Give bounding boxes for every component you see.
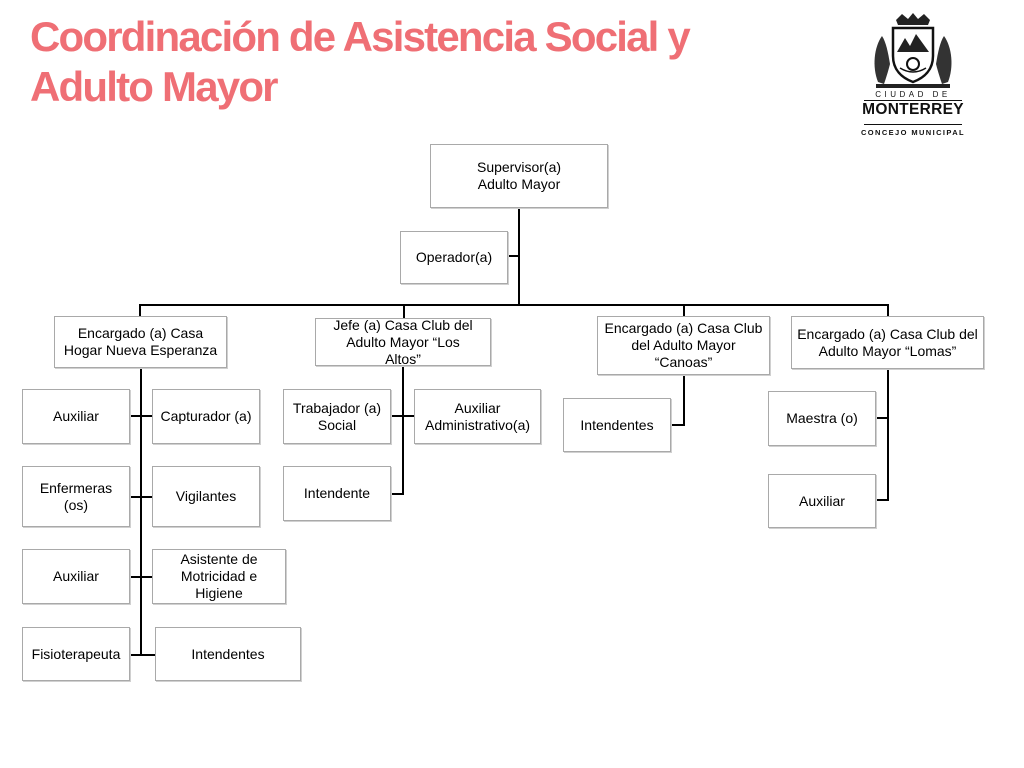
supervisor-label: Supervisor(a) Adulto Mayor [476,159,562,192]
casa-hogar-staff-box: Fisioterapeuta [22,627,130,681]
canoas-staff-box: Intendentes [563,398,671,452]
logo-divider [864,100,962,101]
logo-line-3: CONCEJO MUNICIPAL [860,128,966,137]
title-line-1: Coordinación de Asistencia Social y [30,13,691,60]
staff-label: Enfermeras (os) [39,479,113,513]
logo-divider [864,124,962,125]
staff-label: Intendentes [191,646,265,662]
casa-hogar-staff-box: Vigilantes [152,466,260,527]
staff-label: Trabajador (a) Social [292,399,382,433]
operador-label: Operador(a) [415,249,493,265]
canoas-head-label: Encargado (a) Casa Club del Adulto Mayor… [604,320,763,370]
los-altos-head-label: Jefe (a) Casa Club del Adulto Mayor “Los… [333,316,473,367]
monterrey-coat-of-arms-icon [874,13,952,88]
staff-label: Capturador (a) [160,408,252,424]
operador-box: Operador(a) [400,231,508,284]
lomas-staff-box: Auxiliar [768,474,876,528]
logo-line-1: CIUDAD DE [875,90,951,99]
casa-hogar-staff-box: Capturador (a) [152,389,260,444]
casa-hogar-staff-box: Enfermeras (os) [22,466,130,527]
staff-label: Intendentes [580,416,654,433]
staff-label: Vigilantes [175,488,237,504]
casa-hogar-head-label: Encargado (a) Casa Hogar Nueva Esperanza [63,325,218,358]
los-altos-staff-box: Trabajador (a) Social [283,389,391,444]
staff-label: Fisioterapeuta [31,645,121,662]
page-title: Coordinación de Asistencia Social y Adul… [30,12,830,112]
lomas-head-box: Encargado (a) Casa Club del Adulto Mayor… [791,316,984,369]
casa-hogar-head-box: Encargado (a) Casa Hogar Nueva Esperanza [54,316,227,368]
lomas-head-label: Encargado (a) Casa Club del Adulto Mayor… [797,325,978,359]
staff-label: Intendente [303,485,371,501]
casa-hogar-staff-box: Auxiliar [22,549,130,604]
los-altos-head-box: Jefe (a) Casa Club del Adulto Mayor “Los… [315,316,491,367]
supervisor-box: Supervisor(a) Adulto Mayor [430,144,608,208]
staff-label: Auxiliar [53,408,99,424]
casa-hogar-staff-box: Intendentes [155,627,301,681]
title-line-2: Adulto Mayor [30,63,279,110]
lomas-staff-box: Maestra (o) [768,391,876,446]
casa-hogar-staff-box: Asistente de Motricidad e Higiene [152,549,286,604]
monterrey-logo: CIUDAD DE MONTERREY CONCEJO MUNICIPAL [858,12,968,142]
staff-label: Asistente de Motricidad e Higiene [180,551,258,601]
staff-label: Auxiliar Administrativo(a) [424,399,531,433]
los-altos-staff-box: Intendente [283,466,391,521]
casa-hogar-staff-box: Auxiliar [22,389,130,444]
logo-line-2: MONTERREY [862,101,964,118]
canoas-head-box: Encargado (a) Casa Club del Adulto Mayor… [597,316,770,375]
staff-label: Maestra (o) [786,410,858,426]
los-altos-staff-box: Auxiliar Administrativo(a) [414,389,541,444]
staff-label: Auxiliar [53,568,99,584]
staff-label: Auxiliar [799,492,845,509]
